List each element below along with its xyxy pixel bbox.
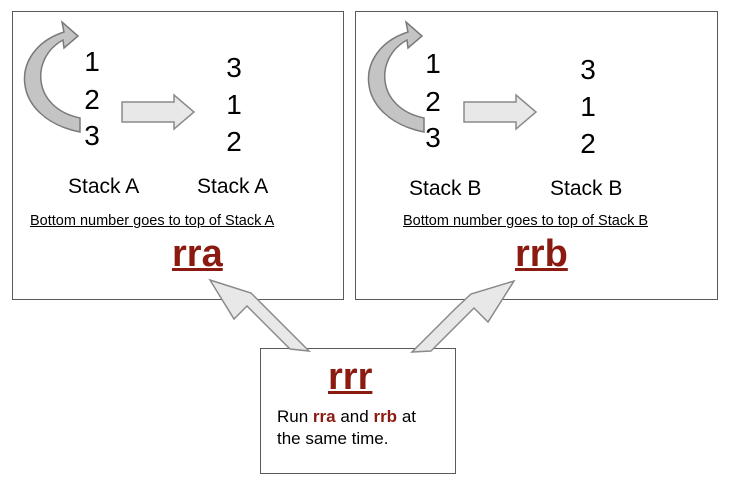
stack-b-after-3: 2 (580, 128, 596, 159)
stack-a-before-2: 2 (84, 84, 100, 115)
rra-command: rra (172, 233, 223, 275)
rrb-command: rrb (515, 233, 568, 275)
panel-rra (12, 11, 344, 300)
stack-b-before-3: 3 (425, 122, 441, 153)
stack-b-caption: Bottom number goes to top of Stack B (403, 213, 649, 229)
stack-a-after-2: 1 (226, 89, 242, 120)
stack-a-label-before: Stack A (68, 175, 140, 198)
stack-b-after-2: 1 (580, 91, 596, 122)
stack-b-label-before: Stack B (409, 177, 482, 200)
curved-arrow-b-icon (367, 19, 425, 133)
rrr-text-run: Run (277, 407, 309, 426)
rrr-text-rra: rra (312, 407, 336, 426)
rrr-text-line2: the same time. (277, 429, 389, 448)
stack-a-caption: Bottom number goes to top of Stack A (30, 213, 275, 229)
rrr-text-at: at (401, 407, 416, 426)
right-arrow-b-icon (463, 93, 538, 131)
rrr-command: rrr (328, 356, 373, 398)
stack-a-before-3: 3 (84, 120, 100, 151)
stack-b-before-1: 1 (425, 48, 441, 79)
right-arrow-a-icon (121, 93, 196, 131)
stack-a-label-after: Stack A (197, 175, 269, 198)
rrr-text-rrb: rrb (373, 407, 398, 426)
stack-a-after-1: 3 (226, 52, 242, 83)
up-left-arrow-icon (208, 278, 312, 352)
stack-a-before-1: 1 (84, 46, 100, 77)
stack-b-before-2: 2 (425, 86, 441, 117)
panel-rrr (260, 348, 456, 474)
rrr-text-and: and (340, 407, 369, 426)
curved-arrow-a-icon (23, 19, 81, 133)
rrr-description: Run rra and rrb at the same time. (277, 406, 452, 450)
panel-rrb (355, 11, 718, 300)
stack-b-after-1: 3 (580, 54, 596, 85)
stack-a-after-3: 2 (226, 126, 242, 157)
stack-b-label-after: Stack B (550, 177, 623, 200)
up-right-arrow-icon (410, 279, 516, 353)
